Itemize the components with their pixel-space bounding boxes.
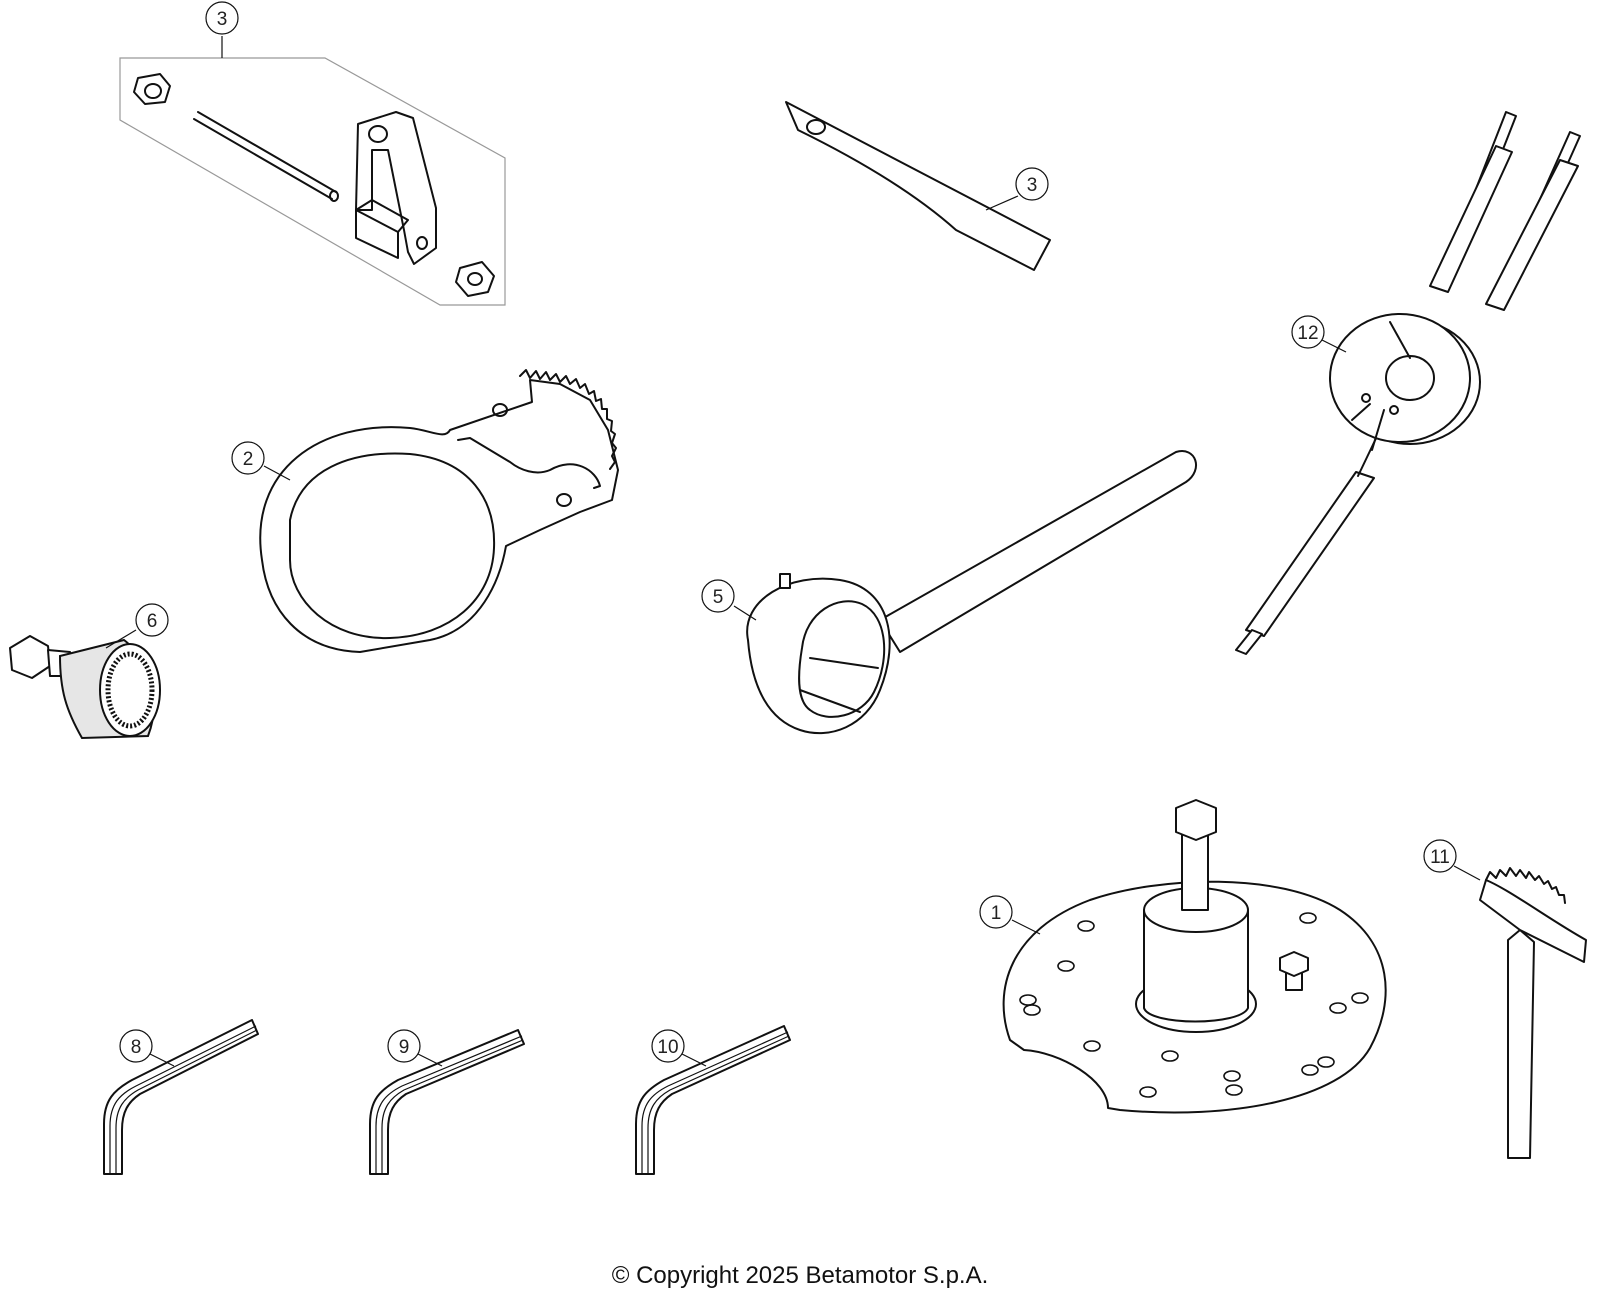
callout-12-label: 12: [1297, 323, 1318, 344]
callout-8-label: 8: [131, 1037, 142, 1058]
callout-11-label: 11: [1430, 847, 1450, 868]
part-4-nut-bottom: [455, 261, 495, 297]
part-6-adapter: [9, 635, 161, 740]
part-1-puller-plate: [1002, 799, 1387, 1114]
part-10-hex-key: [635, 1025, 791, 1175]
callout-9[interactable]: 9: [387, 1029, 443, 1067]
callout-10-label: 10: [657, 1037, 678, 1058]
part-8-hex-key: [103, 1019, 259, 1175]
callout-8[interactable]: 8: [119, 1029, 175, 1067]
callout-4[interactable]: 3: [205, 1, 239, 58]
part-4-bracket: [355, 111, 437, 265]
callout-5-label: 5: [713, 587, 724, 608]
part-4-nut-top: [133, 73, 171, 105]
callout-2[interactable]: 2: [231, 441, 291, 481]
callout-3[interactable]: 3: [985, 167, 1049, 211]
part-5-cup-wrench: [746, 450, 1197, 735]
part-4-rod: [193, 111, 339, 202]
callout-4-label: 3: [217, 9, 228, 30]
callout-1[interactable]: 1: [979, 895, 1041, 935]
callout-11[interactable]: 11: [1423, 839, 1481, 881]
callout-2-label: 2: [243, 449, 254, 470]
callout-3-label: 3: [1027, 175, 1038, 196]
callout-1-label: 1: [991, 903, 1002, 924]
callout-9-label: 9: [399, 1037, 410, 1058]
callout-10[interactable]: 10: [651, 1029, 707, 1067]
callout-6[interactable]: 6: [105, 603, 169, 649]
part-9-hex-key: [369, 1029, 525, 1175]
copyright-footer: © Copyright 2025 Betamotor S.p.A.: [611, 1262, 989, 1289]
part-2-ring-spanner: [259, 369, 619, 653]
callout-6-label: 6: [147, 611, 158, 632]
part-12-tap-handle: [1235, 111, 1581, 655]
callout-12[interactable]: 12: [1291, 315, 1347, 353]
part-3-flat-bar: [785, 101, 1051, 271]
callout-5[interactable]: 5: [701, 579, 757, 621]
part-4-tool-kit: [119, 57, 506, 306]
part-11-toothed-key: [1479, 867, 1587, 1159]
